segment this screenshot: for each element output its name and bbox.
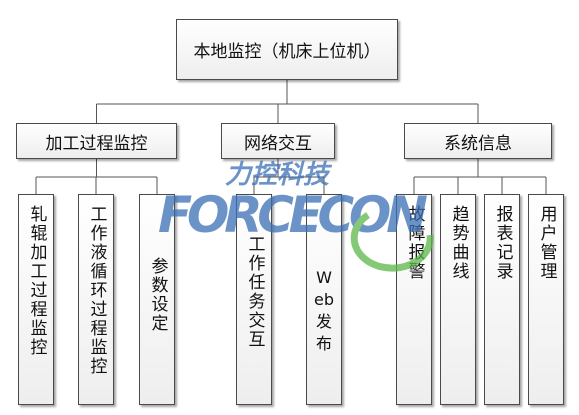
branch-label: 网络交互 (244, 133, 312, 154)
branch-node-processing: 加工过程监控 (16, 123, 177, 159)
leaf-label: 工作任务交互 (244, 235, 265, 349)
root-node: 本地监控（机床上位机） (176, 19, 398, 80)
leaf-label: 用户管理 (536, 205, 557, 281)
leaf-label: 轧辊加工过程监控 (26, 205, 47, 357)
leaf-label: 故障报警 (404, 205, 425, 281)
root-node-label: 本地监控（机床上位机） (193, 42, 381, 62)
leaf-label: Web发布 (314, 268, 334, 353)
leaf-node: 工作液循环过程监控 (78, 194, 114, 405)
leaf-node: 轧辊加工过程监控 (18, 194, 54, 405)
leaf-label: 参数设定 (147, 257, 168, 333)
leaf-node: 报表记录 (484, 194, 520, 405)
leaf-label: 趋势曲线 (448, 205, 469, 281)
branch-node-network: 网络交互 (221, 123, 335, 159)
leaf-node: 故障报警 (396, 194, 432, 405)
leaf-node: 用户管理 (528, 194, 564, 405)
branch-label: 系统信息 (444, 133, 512, 154)
leaf-node: 参数设定 (139, 194, 175, 405)
leaf-node: 工作任务交互 (236, 194, 272, 405)
branch-node-system: 系统信息 (404, 123, 552, 159)
branch-label: 加工过程监控 (45, 133, 148, 154)
leaf-label: 工作液循环过程监控 (86, 205, 107, 376)
leaf-node: Web发布 (306, 194, 342, 405)
leaf-label: 报表记录 (492, 205, 513, 281)
leaf-node: 趋势曲线 (440, 194, 476, 405)
